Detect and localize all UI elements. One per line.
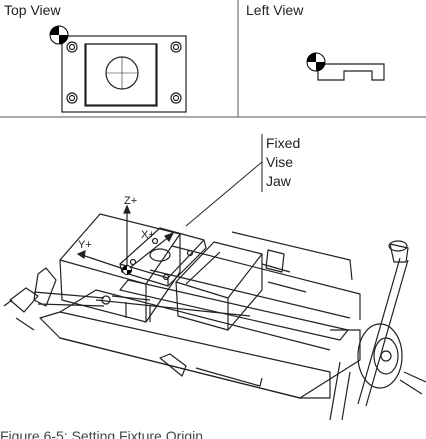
fixed-vise-jaw-callout: Fixed Vise Jaw [266, 134, 300, 191]
top-view-label: Top View [4, 2, 61, 18]
callout-line-1: Fixed [266, 135, 301, 151]
vise-rail-front [119, 279, 349, 341]
callout-line-2: Vise [266, 154, 293, 170]
handwheel-knob [389, 243, 409, 263]
top-view-origin-marker-icon [49, 25, 69, 45]
vise-illustration [3, 213, 426, 421]
workpiece-plate [119, 227, 205, 279]
left-view-drawing [317, 63, 385, 81]
x-axis-label: X+ [141, 229, 155, 241]
callout-leader [185, 134, 263, 227]
left-view-origin-marker-icon [306, 52, 326, 72]
top-view-corner-bolts [66, 41, 182, 104]
top-view-drawing [61, 35, 187, 113]
left-view-label: Left View [246, 2, 304, 18]
figure-caption: Figure 6-5: Setting Fixture Origin [0, 428, 204, 439]
top-view-outer-plate [61, 35, 187, 113]
left-view-profile [317, 63, 385, 81]
handwheel [357, 323, 403, 389]
left-crank [33, 267, 57, 307]
vise-base [39, 311, 331, 399]
coordinate-axes [76, 204, 175, 271]
top-view-inner-plate [84, 43, 158, 107]
y-axis-label: Y+ [78, 239, 92, 251]
vise-origin-marker-icon [122, 265, 132, 275]
z-axis-label: Z+ [124, 195, 138, 207]
callout-line-3: Jaw [266, 173, 291, 189]
